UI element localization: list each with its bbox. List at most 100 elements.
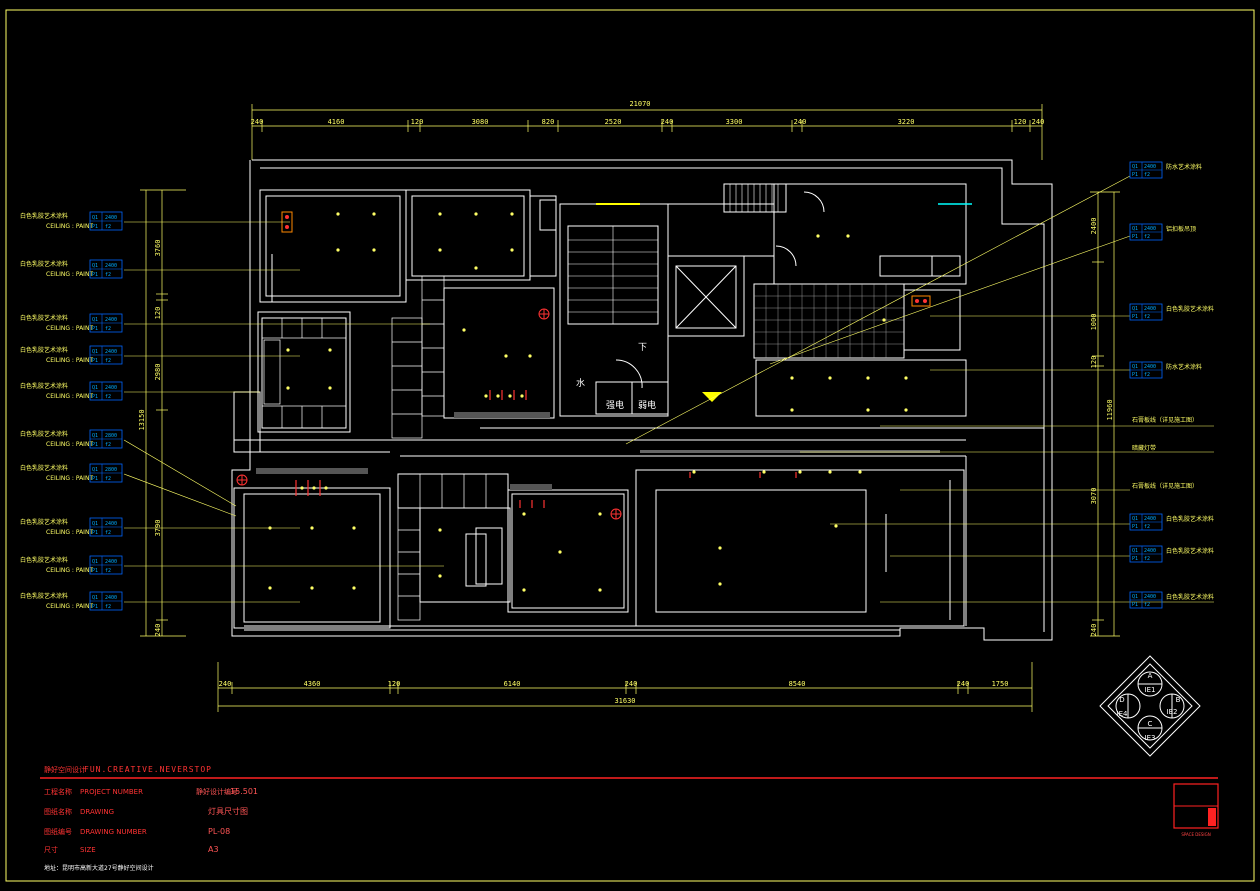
right-material-label: 白色乳胶艺术涂料 <box>1166 515 1214 523</box>
tag-code: P1 <box>92 476 98 482</box>
compass-C: C <box>1148 720 1153 728</box>
tag-height: 2400 <box>1144 226 1156 232</box>
left-material-sub: CEILING : PAINT <box>46 529 93 536</box>
right-material-label: 暗藏灯带 <box>1132 444 1156 452</box>
tag-code: P1 <box>1132 524 1138 530</box>
bottom-dim: 8540 <box>789 680 806 688</box>
light-fixtures <box>268 212 908 592</box>
tag-code: P1 <box>92 568 98 574</box>
top-dim: 3220 <box>898 118 915 126</box>
row-cn-label: 图纸名称 <box>44 807 72 816</box>
water-label: 水 <box>576 377 585 389</box>
left-total-dim: 13150 <box>138 409 146 430</box>
left-material-sub: CEILING : PAINT <box>46 567 93 574</box>
top-dim: 4160 <box>328 118 345 126</box>
elevation-index-symbol <box>1099 655 1201 757</box>
tag-finish: f2 <box>1144 372 1150 378</box>
tag-height: 2400 <box>1144 548 1156 554</box>
tag-height: 2400 <box>105 349 117 355</box>
compass-D: D <box>1119 696 1124 704</box>
row-cn-label: 工程名称 <box>44 787 72 796</box>
project-number-prefix: 静好设计编号 <box>196 787 238 796</box>
tag-height: 2400 <box>105 385 117 391</box>
tag-code: Q1 <box>1132 306 1138 312</box>
tag-height: 2400 <box>1144 594 1156 600</box>
tag-code: Q1 <box>92 215 98 221</box>
drawing-number-value: PL-08 <box>208 827 230 836</box>
top-dim: 240 <box>661 118 674 126</box>
tag-code: P1 <box>92 604 98 610</box>
pendant-lights <box>295 390 797 508</box>
stair-down-label: 下 <box>638 343 647 353</box>
left-material-label: 白色乳胶艺术涂料 <box>20 556 68 564</box>
top-dim-values: 240 4160 120 3080 820 2520 240 3300 240 … <box>251 118 1045 126</box>
tag-finish: f2 <box>105 442 111 448</box>
tag-finish: f2 <box>105 394 111 400</box>
left-material-label: 白色乳胶艺术涂料 <box>20 592 68 600</box>
left-material-label: 白色乳胶艺术涂料 <box>20 518 68 526</box>
tag-finish: f2 <box>105 326 111 332</box>
left-material-label: 白色乳胶艺术涂料 <box>20 382 68 390</box>
tag-code: Q1 <box>92 433 98 439</box>
address-text: 地址：昆明市高新大道27号静好空间设计 <box>44 864 154 872</box>
left-leader-lines <box>123 221 444 603</box>
tag-code: Q1 <box>92 559 98 565</box>
left-material-label: 白色乳胶艺术涂料 <box>20 464 68 472</box>
right-material-label: 防水艺术涂料 <box>1166 163 1202 171</box>
left-dim: 2980 <box>154 364 162 381</box>
row-en-label: DRAWING <box>80 808 114 816</box>
bottom-dim: 240 <box>625 680 638 688</box>
tag-finish: f2 <box>1144 556 1150 562</box>
lighting-troughs <box>256 412 940 490</box>
overall-bottom-dim: 31630 <box>614 697 635 705</box>
tag-finish: f2 <box>105 604 111 610</box>
tag-height: 2400 <box>1144 306 1156 312</box>
tag-finish: f2 <box>105 224 111 230</box>
tag-code: P1 <box>1132 172 1138 178</box>
title-block: 静好空间设计 FUN.CREATIVE.NEVERSTOP 工程名称 PROJE… <box>40 765 1219 872</box>
tag-code: Q1 <box>1132 364 1138 370</box>
tag-finish: f2 <box>1144 234 1150 240</box>
left-material-label: 白色乳胶艺术涂料 <box>20 314 68 322</box>
left-material-label: 白色乳胶艺术涂料 <box>20 430 68 438</box>
tag-code: P1 <box>1132 372 1138 378</box>
tag-finish: f2 <box>1144 524 1150 530</box>
compass-A: A <box>1148 672 1153 680</box>
compass-IE4: IE4 <box>1117 710 1128 718</box>
left-material-label: 白色乳胶艺术涂料 <box>20 212 68 220</box>
tag-code: P1 <box>92 442 98 448</box>
tag-code: Q1 <box>1132 516 1138 522</box>
bottom-dim: 6140 <box>504 680 521 688</box>
tag-height: 2400 <box>105 263 117 269</box>
right-dim: 240 <box>1090 624 1098 637</box>
company-cn-label: 静好空间设计 <box>44 765 86 774</box>
tag-code: Q1 <box>92 521 98 527</box>
row-cn-label: 图纸编号 <box>44 827 72 836</box>
tag-finish: f2 <box>105 272 111 278</box>
tag-code: Q1 <box>92 385 98 391</box>
drawing-frame <box>5 9 1255 882</box>
tag-code: Q1 <box>92 263 98 269</box>
right-dim: 3070 <box>1090 488 1098 505</box>
top-dim: 120 <box>1014 118 1027 126</box>
bottom-dim: 240 <box>957 680 970 688</box>
tag-code: P1 <box>92 224 98 230</box>
tag-code: Q1 <box>1132 226 1138 232</box>
tag-finish: f2 <box>105 358 111 364</box>
panel-light-symbols <box>281 211 931 307</box>
top-dimensions <box>251 104 1043 160</box>
bottom-dim: 4360 <box>304 680 321 688</box>
